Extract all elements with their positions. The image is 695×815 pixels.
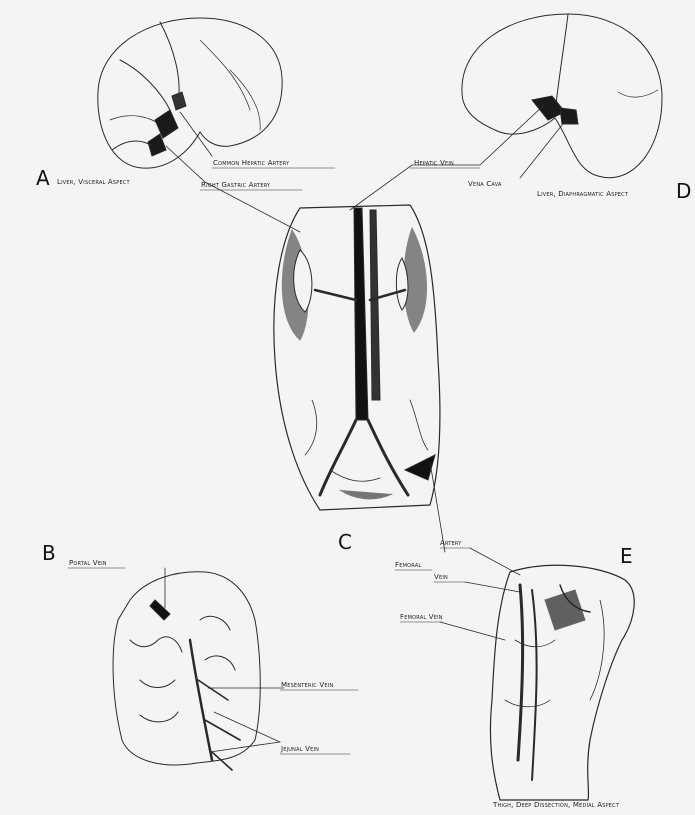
leader-lines bbox=[165, 104, 566, 752]
liver-diaphragmatic-illustration bbox=[462, 14, 662, 178]
label-vena-cava: Vena Cava bbox=[468, 180, 502, 188]
label-common-hepatic-artery: Common Hepatic Artery bbox=[213, 159, 289, 167]
label-artery: Artery bbox=[440, 539, 462, 547]
panel-letter-c: C bbox=[338, 532, 352, 552]
panel-letter-b: B bbox=[42, 543, 56, 563]
label-hepatic-vein: Hepatic Vein bbox=[414, 159, 454, 167]
label-right-gastric-artery: Right Gastric Artery bbox=[201, 181, 270, 189]
panel-letter-d: D bbox=[676, 181, 691, 201]
caption-thigh-deep-dissection: Thigh, Deep Dissection, Medial Aspect bbox=[493, 801, 619, 809]
label-vein: Vein bbox=[434, 573, 448, 581]
liver-visceral-illustration bbox=[98, 18, 282, 168]
caption-liver-visceral-aspect: Liver, Visceral Aspect bbox=[57, 178, 130, 186]
label-femoral-vein: Femoral Vein bbox=[400, 613, 443, 621]
label-jejunal-vein: Jejunal Vein bbox=[281, 745, 319, 753]
label-portal-vein: Portal Vein bbox=[69, 559, 107, 567]
label-femoral: Femoral bbox=[395, 561, 421, 569]
label-mesenteric-vein: Mesenteric Vein bbox=[281, 681, 333, 689]
caption-liver-diaphragmatic-aspect: Liver, Diaphragmatic Aspect bbox=[537, 190, 628, 198]
intestines-illustration bbox=[113, 572, 260, 770]
panel-letter-a: A bbox=[36, 168, 50, 188]
panel-letter-e: E bbox=[620, 546, 633, 566]
abdominal-vessels-illustration bbox=[274, 205, 440, 510]
thigh-dissection-illustration bbox=[490, 565, 634, 800]
